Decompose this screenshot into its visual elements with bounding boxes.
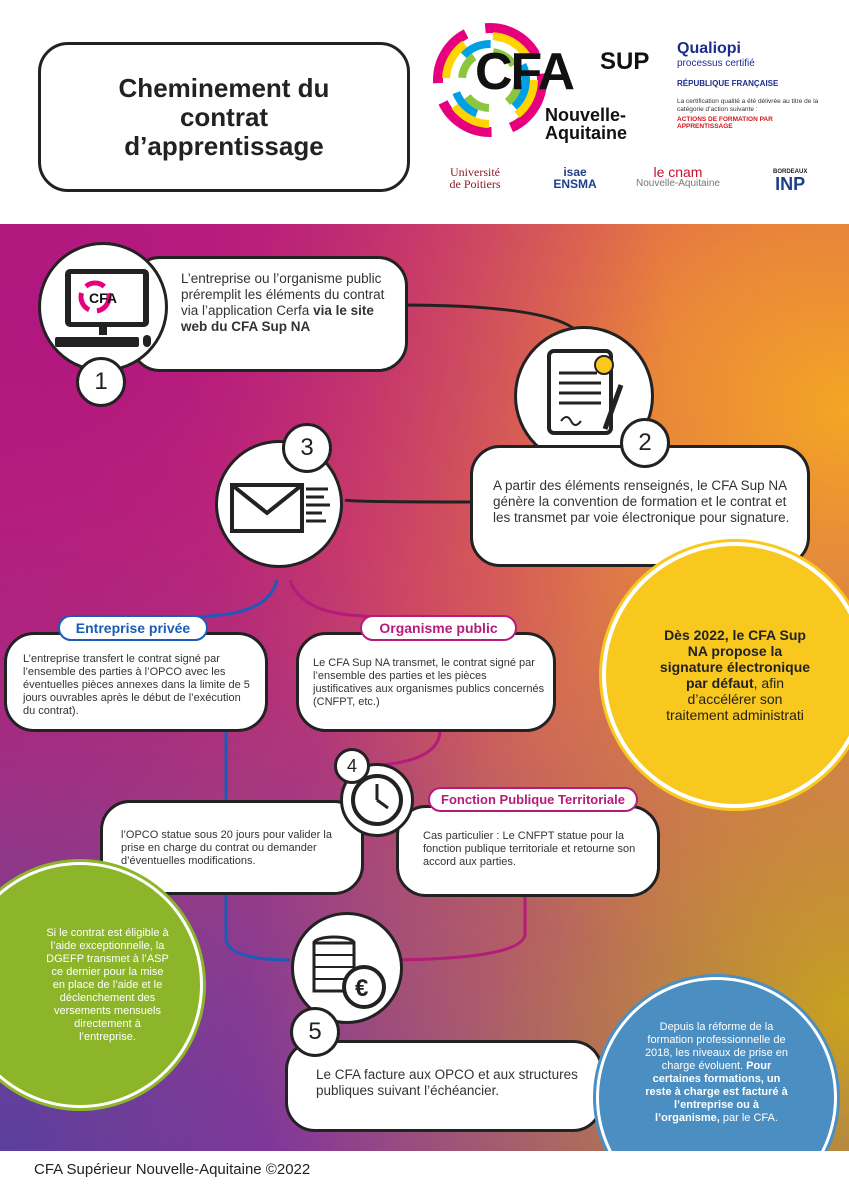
logo-region-line1: Nouvelle- <box>545 105 627 125</box>
logo-cfa-text: CFA <box>475 43 575 101</box>
private-text: L’entreprise transfert le contrat signé … <box>23 653 250 717</box>
yellow-bubble-text: Dès 2022, le CFA Sup NA propose la signa… <box>655 627 815 723</box>
step5-text: Le CFA facture aux OPCO et aux structure… <box>316 1067 578 1098</box>
blue-bubble-text2: par le CFA. <box>722 1111 778 1124</box>
blue-bubble-bold: Pour certaines formations, un reste à ch… <box>645 1059 788 1124</box>
fpt-box: Cas particulier : Le CNFPT statue pour l… <box>396 805 660 897</box>
green-bubble-text: Si le contrat est éligible à l’aide exce… <box>46 926 169 1043</box>
logo-sup-text: SUP <box>600 48 650 75</box>
cnam-name: le cnam <box>653 164 703 180</box>
tag-entreprise-privee: Entreprise privée <box>58 615 208 641</box>
aid-bubble: Si le contrat est éligible à l’aide exce… <box>0 870 195 1100</box>
qualiopi-certification: La certification qualité a été délivrée … <box>677 98 819 113</box>
step1-text-bold: via le site web du CFA Sup NA <box>181 303 374 334</box>
qualiopi-actions: ACTIONS DE FORMATION PAR APPRENTISSAGE <box>677 116 773 130</box>
footer: CFA Supérieur Nouvelle-Aquitaine ©2022 <box>0 1151 849 1200</box>
private-box: L’entreprise transfert le contrat signé … <box>4 632 268 732</box>
yellow-bubble-bold: Dès 2022, le CFA Sup NA propose la signa… <box>659 627 811 691</box>
electronic-signature-bubble: Dès 2022, le CFA Sup NA propose la signa… <box>610 550 849 800</box>
qualiopi-subtitle: processus certifié <box>677 58 755 69</box>
tag-fonction-publique: Fonction Publique Territoriale <box>428 787 638 812</box>
step1-number: 1 <box>76 357 126 407</box>
yellow-bubble-rest: , afin d’accélérer son traitement admini… <box>666 675 804 723</box>
svg-text:CFA: CFA <box>89 290 117 306</box>
title-box: Cheminement du contrat d’apprentissage <box>38 42 410 192</box>
step1-box: L’entreprise ou l’organisme public prére… <box>130 256 408 372</box>
logo-region-line2: Aquitaine <box>545 123 628 143</box>
qualiopi-name: Qualiopi <box>677 40 741 57</box>
blue-bubble-text1: Depuis la réforme de la formation profes… <box>644 1020 789 1072</box>
blue-bubble-text: Depuis la réforme de la formation profes… <box>642 1021 792 1125</box>
cnam-region: Nouvelle-Aquitaine <box>636 178 720 189</box>
step2-number: 2 <box>620 418 670 468</box>
coins-euro-icon: € <box>291 912 403 1024</box>
public-text: Le CFA Sup NA transmet, le contrat signé… <box>313 657 545 708</box>
public-box: Le CFA Sup NA transmet, le contrat signé… <box>296 632 556 732</box>
opco-box: l’OPCO statue sous 20 jours pour valider… <box>100 800 364 895</box>
inp-name: INP <box>775 174 806 194</box>
logo-region: Nouvelle- Aquitaine <box>545 106 627 142</box>
page-title: Cheminement du contrat d’apprentissage <box>118 72 330 161</box>
step2-text: A partir des éléments renseignés, le CFA… <box>493 478 790 525</box>
step4-number: 4 <box>334 748 370 784</box>
partner-poitiers-logo: Université de Poitiers <box>449 165 501 191</box>
partner-inp-logo: BORDEAUX INP <box>773 166 808 193</box>
step3-number: 3 <box>282 423 332 473</box>
qualiopi-block: Qualiopi processus certifié RÉPUBLIQUE F… <box>677 40 827 130</box>
footer-copyright: CFA Supérieur Nouvelle-Aquitaine ©2022 <box>34 1161 311 1178</box>
opco-text: l’OPCO statue sous 20 jours pour valider… <box>121 829 332 867</box>
partner-isae-logo: isae ENSMA <box>553 165 597 191</box>
step5-number: 5 <box>290 1007 340 1057</box>
partner-cnam-logo: le cnam Nouvelle-Aquitaine <box>636 164 720 190</box>
fpt-text: Cas particulier : Le CNFPT statue pour l… <box>423 830 636 868</box>
cfa-sup-logo: CFA SUP Nouvelle- Aquitaine <box>430 22 660 142</box>
inp-city: BORDEAUX <box>773 169 808 175</box>
step5-box: Le CFA facture aux OPCO et aux structure… <box>285 1040 603 1132</box>
svg-text:€: € <box>355 975 368 1002</box>
computer-icon: CFA <box>38 242 168 372</box>
step1-text: L’entreprise ou l’organisme public prére… <box>181 271 385 318</box>
tag-organisme-public: Organisme public <box>360 615 517 641</box>
qualiopi-republic: RÉPUBLIQUE FRANÇAISE <box>677 79 779 88</box>
